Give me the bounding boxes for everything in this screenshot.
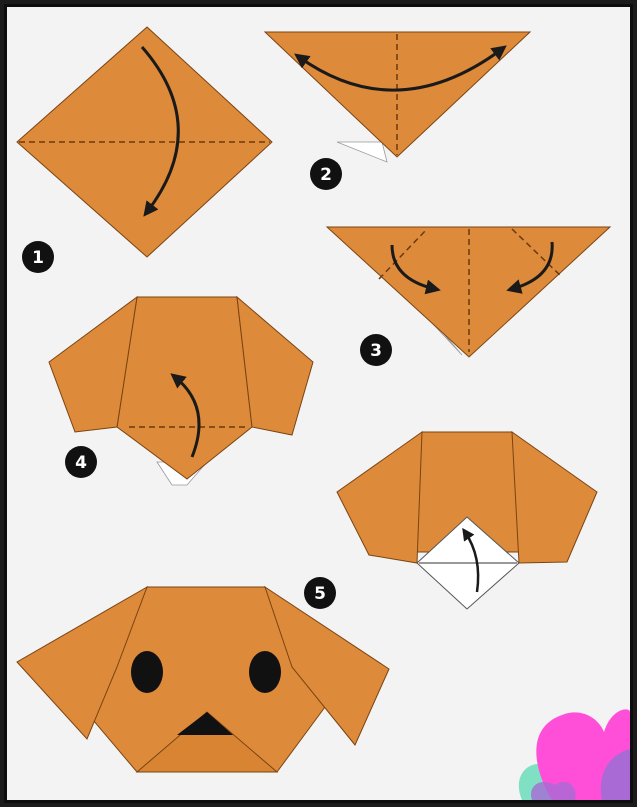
step-badge-5: 5 [304, 577, 336, 609]
heart-sticker [519, 709, 630, 800]
step-badge-4: 4 [65, 446, 97, 478]
paper-back-flap [337, 142, 387, 162]
right-eye [249, 651, 281, 693]
step-number-1: 1 [32, 248, 44, 268]
step-badge-3: 3 [360, 334, 392, 366]
step-number-5: 5 [314, 584, 326, 604]
final-dog-face [17, 587, 389, 772]
step-badge-1: 1 [22, 241, 54, 273]
left-eye [131, 651, 163, 693]
heart-purple-small [531, 782, 576, 800]
step-number-4: 4 [75, 453, 87, 473]
diagram-frame: 1 2 3 4 5 [4, 4, 633, 803]
origami-dog-diagram: 1 2 3 4 5 [7, 7, 630, 800]
step-number-3: 3 [370, 341, 382, 361]
step-badge-2: 2 [310, 158, 342, 190]
step-2-triangle [265, 32, 530, 162]
step-number-2: 2 [320, 165, 332, 185]
step-5-head [337, 432, 597, 609]
step-1-diamond [17, 27, 272, 257]
paper-right-ear [512, 432, 597, 563]
paper-left-ear [337, 432, 422, 563]
